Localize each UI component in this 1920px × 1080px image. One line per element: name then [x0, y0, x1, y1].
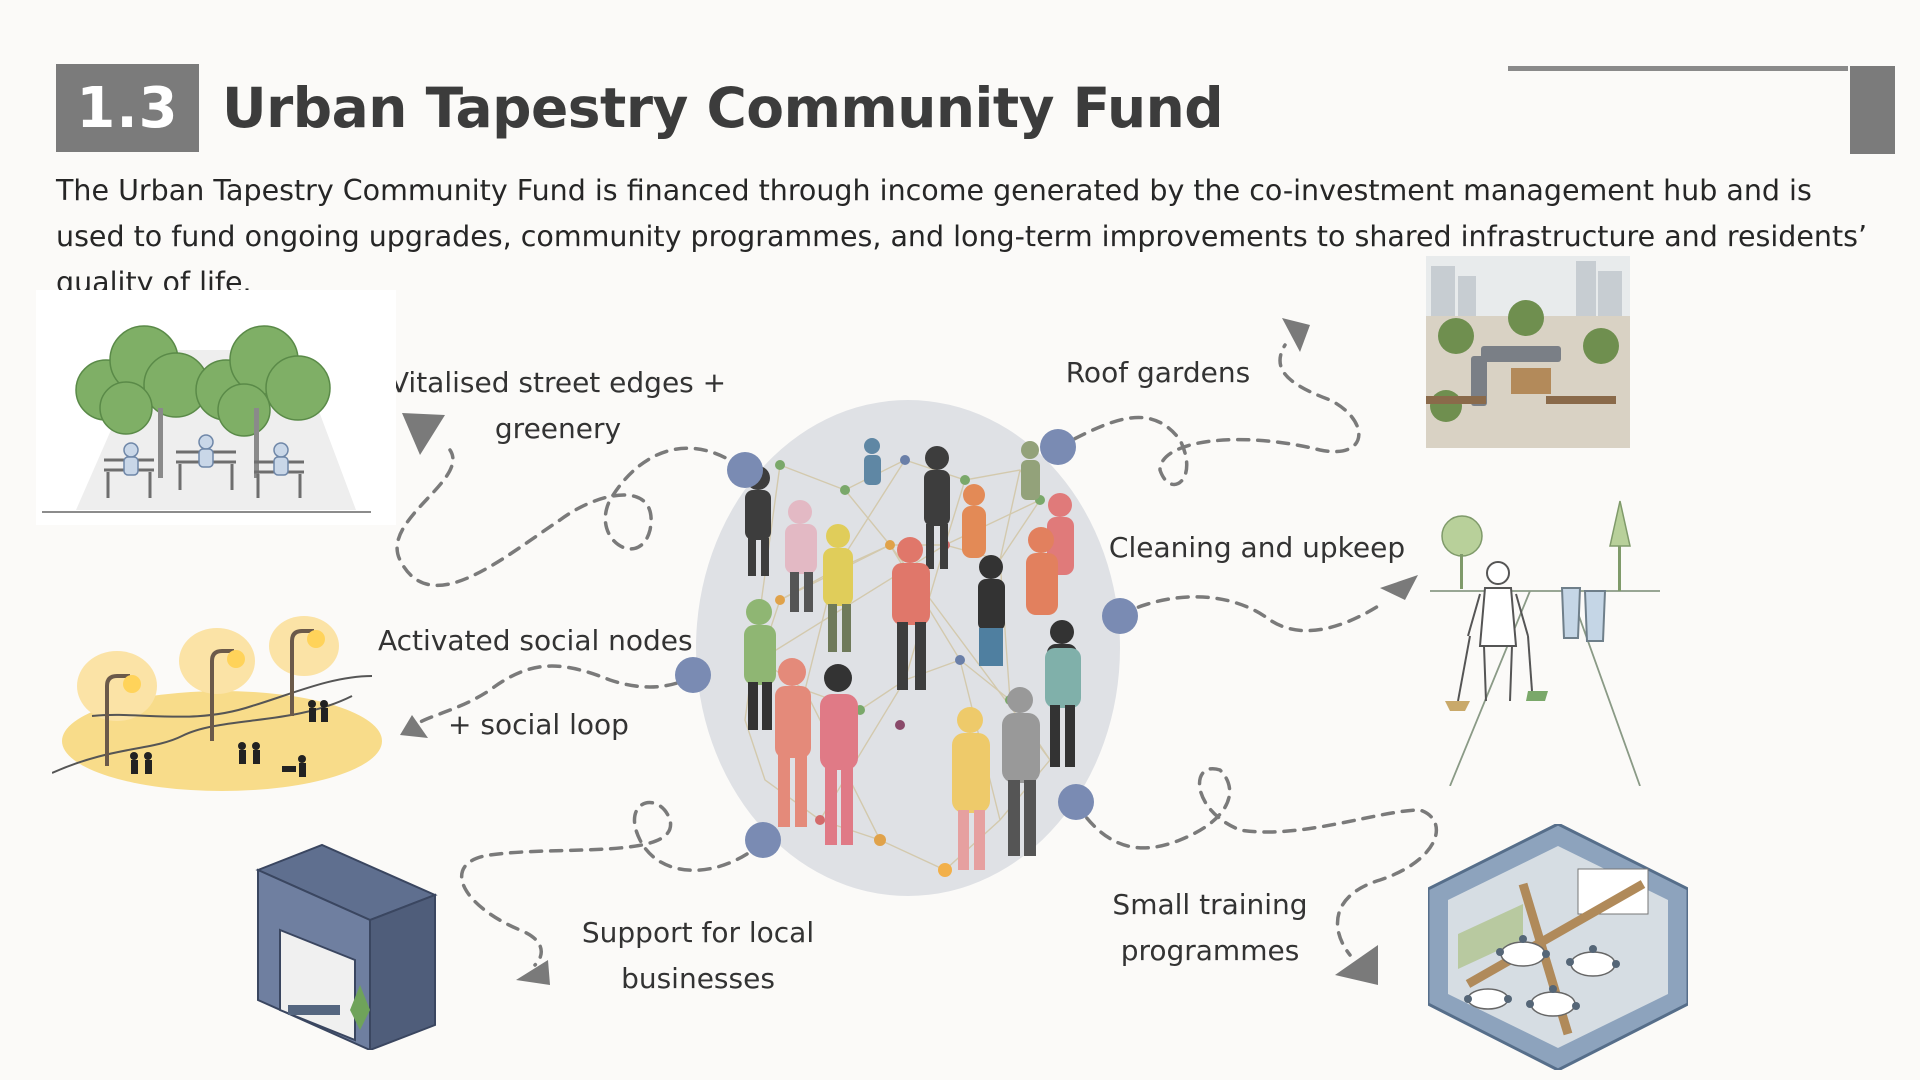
street-greenery-illustration: [36, 290, 396, 525]
node-street-edges: [727, 452, 763, 488]
arrowhead-roof-gardens: [1282, 318, 1310, 352]
label-training: Small training programmes: [1112, 888, 1308, 967]
roof-garden-illustration: [1426, 256, 1630, 448]
page-title: Urban Tapestry Community Fund: [222, 76, 1224, 140]
node-roof-gardens: [1040, 429, 1076, 465]
arrowhead-street-edges: [402, 413, 445, 455]
training-room-illustration: [1428, 824, 1688, 1070]
label-local-businesses: Support for local businesses: [581, 916, 815, 995]
node-cleaning: [1102, 598, 1138, 634]
node-training: [1058, 784, 1094, 820]
arrow-cleaning: [1118, 595, 1382, 633]
arrowhead-social-nodes: [400, 715, 428, 738]
social-nodes-illustration: [52, 616, 382, 791]
arrow-training: [1073, 766, 1439, 957]
node-social-nodes: [675, 657, 711, 693]
hub-nodes: [675, 429, 1138, 858]
node-local-businesses: [745, 822, 781, 858]
corner-accent-block: [1850, 66, 1895, 154]
cleaning-upkeep-illustration: [1430, 500, 1660, 786]
label-street-edges: Vitalised street edges + greenery: [389, 366, 727, 445]
corner-divider-line: [1508, 66, 1848, 71]
arrowhead-cleaning: [1380, 575, 1418, 600]
arrow-social-nodes: [413, 664, 697, 727]
arrowhead-training: [1335, 945, 1378, 985]
arrow-local-businesses: [459, 800, 765, 967]
crowd-figures: [744, 438, 1081, 870]
arrowhead-local-businesses: [516, 960, 550, 985]
label-social-nodes: Activated social nodes + social loop: [378, 624, 693, 741]
label-cleaning: Cleaning and upkeep: [1108, 531, 1406, 564]
section-number-badge: 1.3: [56, 64, 199, 152]
intro-paragraph: The Urban Tapestry Community Fund is fin…: [56, 174, 1868, 299]
local-business-illustration: [255, 843, 438, 1050]
arrow-roof-gardens: [1055, 343, 1361, 487]
label-roof-gardens: Roof gardens: [1065, 356, 1251, 389]
